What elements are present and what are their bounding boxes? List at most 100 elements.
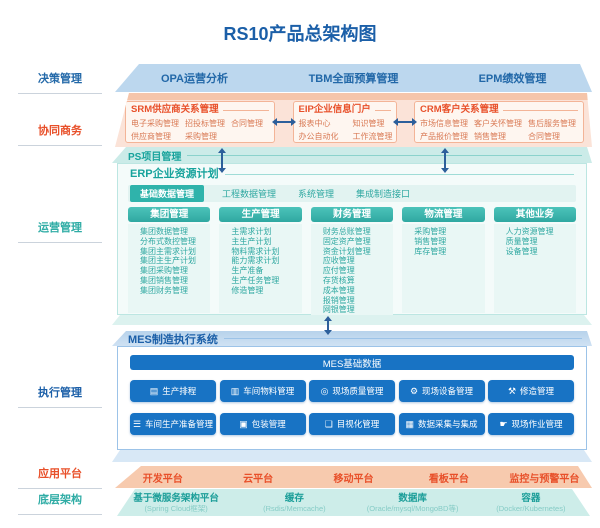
erp-column-group-mgmt: 集团管理 集团数据管理 分布式数控管理 集团主需求计划 集团主生产计划 集团采购… bbox=[128, 207, 211, 313]
side-label-infrastructure: 底层架构 bbox=[18, 491, 102, 515]
side-label-decision: 决策管理 bbox=[18, 70, 102, 94]
operation-container-bottom-lid bbox=[112, 315, 592, 325]
repair-mgmt-button[interactable]: ⚒ 修造管理 bbox=[488, 380, 574, 402]
srm-box: SRM供应商关系管理 电子采购管理 招投标管理 合同管理 供应商管理 采购管理 bbox=[125, 101, 275, 143]
pointer-icon: ☛ bbox=[499, 418, 508, 429]
page-title: RS10产品总架构图 bbox=[223, 24, 377, 44]
erp-mes-double-arrow-icon bbox=[324, 316, 332, 335]
data-collection-integration-button[interactable]: ▦ 数据采集与集成 bbox=[398, 413, 485, 435]
srm-title: SRM供应商关系管理 bbox=[131, 104, 269, 116]
erp-column-header: 生产管理 bbox=[219, 207, 302, 222]
board-icon: ❏ bbox=[324, 418, 333, 429]
gear-icon: ⚙ bbox=[409, 385, 419, 396]
mes-title: MES制造执行系统 bbox=[128, 331, 582, 347]
erp-box: ERP企业资源计划 基础数据管理 工程数据管理 系统管理 集成制造接口 集团管理… bbox=[117, 163, 587, 316]
erp-column-other-business: 其他业务 人力资源管理 质量管理 设备管理 bbox=[493, 207, 577, 313]
erp-column-item: 生产任务管理 bbox=[231, 275, 280, 285]
workshop-production-prep-button[interactable]: ☰ 车间生产准备管理 bbox=[130, 413, 216, 435]
erp-column-item: 存货核算 bbox=[322, 275, 355, 285]
mes-button-label: 生产排程 bbox=[162, 386, 197, 396]
checklist-icon: ☰ bbox=[132, 418, 142, 429]
workshop-material-mgmt-button[interactable]: ▥ 车间物料管理 bbox=[219, 380, 306, 402]
mes-button-label: 目视化管理 bbox=[336, 419, 380, 429]
erp-column-item: 固定资产管理 bbox=[322, 236, 371, 246]
infra-item-sublabel: (Rsdis/Memcache) bbox=[263, 503, 326, 513]
erp-column-item: 财务总账管理 bbox=[322, 227, 371, 236]
erp-column-item: 集团主需求计划 bbox=[140, 246, 196, 256]
infra-item-microservice: 基于微服务架构平台 (Spring Cloud框架) bbox=[117, 493, 235, 513]
srm-item: 电子采购管理 bbox=[131, 119, 179, 128]
mes-bottom-lid bbox=[112, 450, 592, 462]
tab-system-mgmt[interactable]: 系统管理 bbox=[298, 189, 335, 199]
srm-item: 供应商管理 bbox=[131, 131, 171, 141]
app-platform-item: 看板平台 bbox=[428, 473, 469, 485]
mes-button-label: 数据采集与集成 bbox=[418, 419, 478, 429]
app-platform-band: 开发平台 云平台 移动平台 看板平台 监控与预警平台 bbox=[115, 466, 592, 488]
infrastructure-band: 基于微服务架构平台 (Spring Cloud框架) 缓存 (Rsdis/Mem… bbox=[117, 489, 590, 516]
visual-mgmt-button[interactable]: ❏ 目视化管理 bbox=[309, 413, 395, 435]
tab-integrated-mfg-interface[interactable]: 集成制造接口 bbox=[356, 189, 411, 199]
erp-column-logistics-mgmt: 物流管理 采购管理 销售管理 库存管理 bbox=[402, 207, 485, 313]
srm-item: 采购管理 bbox=[185, 131, 217, 141]
erp-column-header: 集团管理 bbox=[128, 207, 211, 222]
decision-item-epm: EPM绩效管理 bbox=[478, 73, 547, 85]
mes-box: MES基础数据 ▤ 生产排程 ▥ 车间物料管理 ◎ 现场质量管理 ⚙ 现场设备管… bbox=[117, 346, 587, 450]
decision-item-opa: OPA运营分析 bbox=[160, 73, 229, 85]
erp-column-item: 集团采购管理 bbox=[140, 266, 188, 276]
erp-column-item: 人力资源管理 bbox=[505, 227, 554, 236]
erp-column-item: 资金计划管理 bbox=[322, 246, 371, 256]
srm-erp-double-arrow-icon bbox=[218, 148, 226, 173]
packaging-mgmt-button[interactable]: ▣ 包装管理 bbox=[219, 413, 306, 435]
infra-item-label: 基于微服务架构平台 bbox=[133, 492, 219, 504]
crm-item: 合同管理 bbox=[528, 131, 560, 141]
erp-column-item: 设备管理 bbox=[505, 246, 538, 256]
erp-column-header: 其他业务 bbox=[493, 207, 577, 222]
tab-basic-data-mgmt[interactable]: 基础数据管理 bbox=[130, 185, 205, 202]
infra-item-label: 容器 bbox=[521, 492, 541, 504]
app-platform-item: 移动平台 bbox=[333, 473, 374, 485]
crm-item: 市场信息管理 bbox=[420, 119, 468, 128]
eip-crm-double-arrow-icon bbox=[398, 121, 412, 123]
erp-column-item: 分布式数控管理 bbox=[140, 236, 196, 246]
infra-item-sublabel: (Oracle/mysql/MongoBD等) bbox=[366, 503, 459, 513]
side-label-collab: 协同商务 bbox=[18, 122, 102, 146]
mes-button-label: 包装管理 bbox=[251, 419, 286, 429]
mes-button-label: 现场质量管理 bbox=[332, 386, 384, 396]
mes-lid: MES制造执行系统 bbox=[112, 331, 592, 346]
erp-column-item: 集团主生产计划 bbox=[140, 256, 196, 266]
infra-item-database: 数据库 (Oracle/mysql/MongoBD等) bbox=[354, 493, 472, 513]
onsite-quality-icon: ◎ bbox=[320, 385, 329, 396]
erp-column-item: 应收管理 bbox=[322, 256, 355, 266]
erp-column-header: 物流管理 bbox=[402, 207, 485, 222]
srm-item: 合同管理 bbox=[231, 119, 263, 128]
erp-tabbar: 基础数据管理 工程数据管理 系统管理 集成制造接口 bbox=[128, 185, 576, 202]
decision-item-tbm: TBM全面预算管理 bbox=[308, 73, 399, 85]
erp-column-item: 主生产计划 bbox=[231, 236, 272, 246]
side-label-execution: 执行管理 bbox=[18, 384, 102, 408]
erp-column-item: 库存管理 bbox=[414, 246, 447, 256]
package-icon: ▣ bbox=[239, 418, 248, 429]
onsite-quality-mgmt-button[interactable]: ◎ 现场质量管理 bbox=[309, 380, 395, 402]
tab-engineering-data-mgmt[interactable]: 工程数据管理 bbox=[222, 189, 277, 199]
ps-band: PS项目管理 bbox=[112, 147, 592, 163]
mes-button-label: 车间生产准备管理 bbox=[145, 419, 214, 429]
eip-title: EIP企业信息门户 bbox=[299, 104, 391, 116]
crm-title: CRM客户关系管理 bbox=[420, 104, 578, 116]
erp-column-header: 财务管理 bbox=[310, 207, 394, 222]
erp-column-item: 物料需求计划 bbox=[231, 246, 280, 256]
crm-erp-double-arrow-icon bbox=[441, 148, 449, 173]
erp-column-item: 修造管理 bbox=[231, 285, 264, 295]
erp-column-item: 主需求计划 bbox=[231, 227, 272, 236]
crm-item: 售后服务管理 bbox=[528, 119, 576, 128]
mes-base-data-bar: MES基础数据 bbox=[130, 355, 574, 370]
onsite-operation-mgmt-button[interactable]: ☛ 现场作业管理 bbox=[488, 413, 574, 435]
crm-item: 销售管理 bbox=[474, 131, 506, 141]
app-platform-item: 监控与预警平台 bbox=[509, 473, 580, 485]
erp-column-item: 集团财务管理 bbox=[140, 285, 188, 295]
onsite-equipment-mgmt-button[interactable]: ⚙ 现场设备管理 bbox=[398, 380, 485, 402]
mes-button-label: 车间物料管理 bbox=[243, 386, 295, 396]
erp-column-item: 销售管理 bbox=[414, 236, 447, 246]
eip-item: 工作流管理 bbox=[352, 131, 393, 141]
production-scheduling-button[interactable]: ▤ 生产排程 bbox=[130, 380, 216, 402]
eip-item: 报表中心 bbox=[298, 119, 331, 128]
